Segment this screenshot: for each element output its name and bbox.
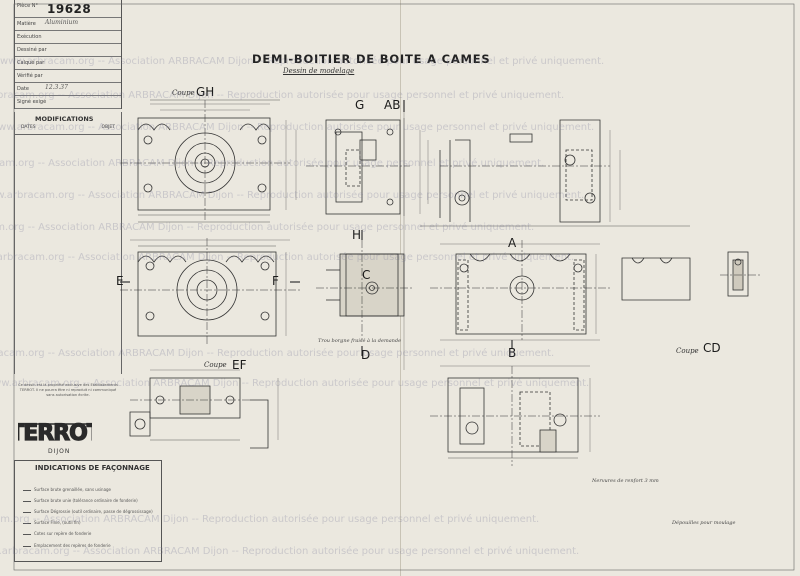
indication-line: Surface brute unie (tolérance ordinaire …: [23, 498, 157, 503]
watermark-line: www.arbracam.org -- Association ARBRACAM…: [0, 190, 585, 201]
watermark-line: www.arbracam.org -- Association ARBRACAM…: [0, 56, 605, 67]
legal-notice: Ce dessin est la propriété exclusive des…: [18, 383, 118, 397]
view-label-gh: GH: [196, 85, 215, 99]
view-label-d: D: [361, 348, 371, 362]
dates-column: DATES: [21, 125, 36, 130]
title-block-row-value: 12.3.37: [45, 84, 68, 91]
title-block-row: Vérifié par: [15, 70, 121, 83]
note-bottom-mid: Nervures de renfort 3 mm: [592, 478, 659, 484]
modifications-title: MODIFICATIONS: [35, 115, 94, 123]
watermark-line: www.arbracam.org -- Association ARBRACAM…: [0, 378, 590, 389]
title-block-row: Dessiné par: [15, 44, 121, 57]
title-block-row-label: Vérifié par: [17, 73, 43, 79]
terrot-logo: TERROT: [18, 420, 92, 444]
watermark-line: www.arbracam.org -- Association ARBRACAM…: [0, 90, 565, 101]
modifications-columns: DATES OBJET: [21, 125, 115, 130]
note-left-mid: Trou borgne fraisé à la demande: [318, 338, 402, 344]
indication-line: Surface Dégrossie (outil ordinaire, pass…: [23, 509, 157, 514]
note-bottom-right: Dépouilles pour moulage: [672, 520, 736, 526]
view-label-g: G: [355, 98, 365, 112]
title-block-row-label: Matière: [17, 21, 36, 27]
drawing-number: 19628: [47, 2, 92, 16]
watermark-line: www.arbracam.org -- Association ARBRACAM…: [0, 222, 535, 233]
indication-line: Emplacement des repères de fonderie: [23, 543, 157, 548]
drawing-subtitle: Dessin de modelage: [283, 67, 355, 75]
watermark-line: www.arbracam.org -- Association ARBRACAM…: [0, 348, 555, 359]
indications-title: INDICATIONS DE FAÇONNAGE: [35, 464, 150, 472]
view-bottom-left: [129, 377, 269, 449]
indication-line: Surface Finie, (outil fin): [23, 520, 157, 525]
view-label-h: H: [352, 228, 362, 242]
title-block-row-label: Dessiné par: [17, 47, 47, 53]
watermark-line: www.arbracam.org -- Association ARBRACAM…: [0, 546, 580, 557]
indication-line: Surface brute grenaillée, sans usinage: [23, 487, 157, 492]
watermark-line: www.arbracam.org -- Association ARBRACAM…: [0, 122, 595, 133]
watermark-line: www.arbracam.org -- Association ARBRACAM…: [0, 158, 545, 169]
watermark-line: www.arbracam.org -- Association ARBRACAM…: [0, 514, 540, 525]
title-block-row-value: Aluminium: [45, 19, 79, 26]
title-block-row: Pièce N° 19628: [15, 0, 121, 18]
view-label-f: F: [272, 274, 279, 288]
view-label-e: E: [116, 274, 124, 288]
view-label-ab: AB: [384, 98, 401, 112]
view-far-right: [621, 251, 760, 301]
title-block: Pièce N° 19628 Matière Aluminium Exécutio…: [14, 0, 122, 109]
title-block-row: Calqué par: [15, 57, 121, 70]
indication-line: Cotes sur repère de fonderie: [23, 531, 157, 536]
logo-city: DIJON: [48, 448, 71, 455]
title-block-row-label: Pièce N°: [17, 3, 39, 9]
watermark-line: www.arbracam.org -- Association ARBRACAM…: [0, 252, 575, 263]
drawing-title: DEMI-BOITIER DE BOITE A CAMES: [252, 52, 491, 66]
title-block-row: Signé exigé: [15, 96, 121, 109]
coupe-label-ef: Coupe: [204, 361, 227, 369]
title-block-row: Date 12.3.37: [15, 83, 121, 96]
view-label-ef: EF: [232, 358, 247, 372]
title-block-row: Matière Aluminium: [15, 18, 121, 31]
coupe-label-gh: Coupe: [172, 89, 195, 97]
view-label-b: B: [508, 346, 517, 360]
objet-column: OBJET: [101, 125, 115, 130]
view-label-a: A: [508, 236, 517, 250]
view-top-left: [120, 99, 290, 223]
title-block-row: Exécution: [15, 31, 121, 44]
coupe-label-cd: Coupe: [676, 347, 699, 355]
title-block-row-label: Exécution: [17, 34, 42, 40]
svg-text:TERROT: TERROT: [18, 421, 92, 444]
title-block-row-label: Date: [17, 86, 29, 92]
title-block-row-label: Signé exigé: [17, 99, 47, 105]
view-middle-center: [316, 240, 412, 340]
indications-box: INDICATIONS DE FAÇONNAGE Surface brute g…: [14, 460, 162, 562]
modifications-header: MODIFICATIONS DATES OBJET: [14, 112, 122, 135]
view-bottom-middle: [430, 366, 600, 466]
view-label-c: C: [362, 268, 371, 282]
view-middle-left: [120, 238, 300, 346]
view-top-right: [420, 119, 690, 227]
title-block-row-label: Calqué par: [17, 60, 45, 66]
modifications-table: [14, 134, 122, 374]
view-label-cd: CD: [703, 341, 721, 355]
view-middle-right: [430, 240, 610, 340]
